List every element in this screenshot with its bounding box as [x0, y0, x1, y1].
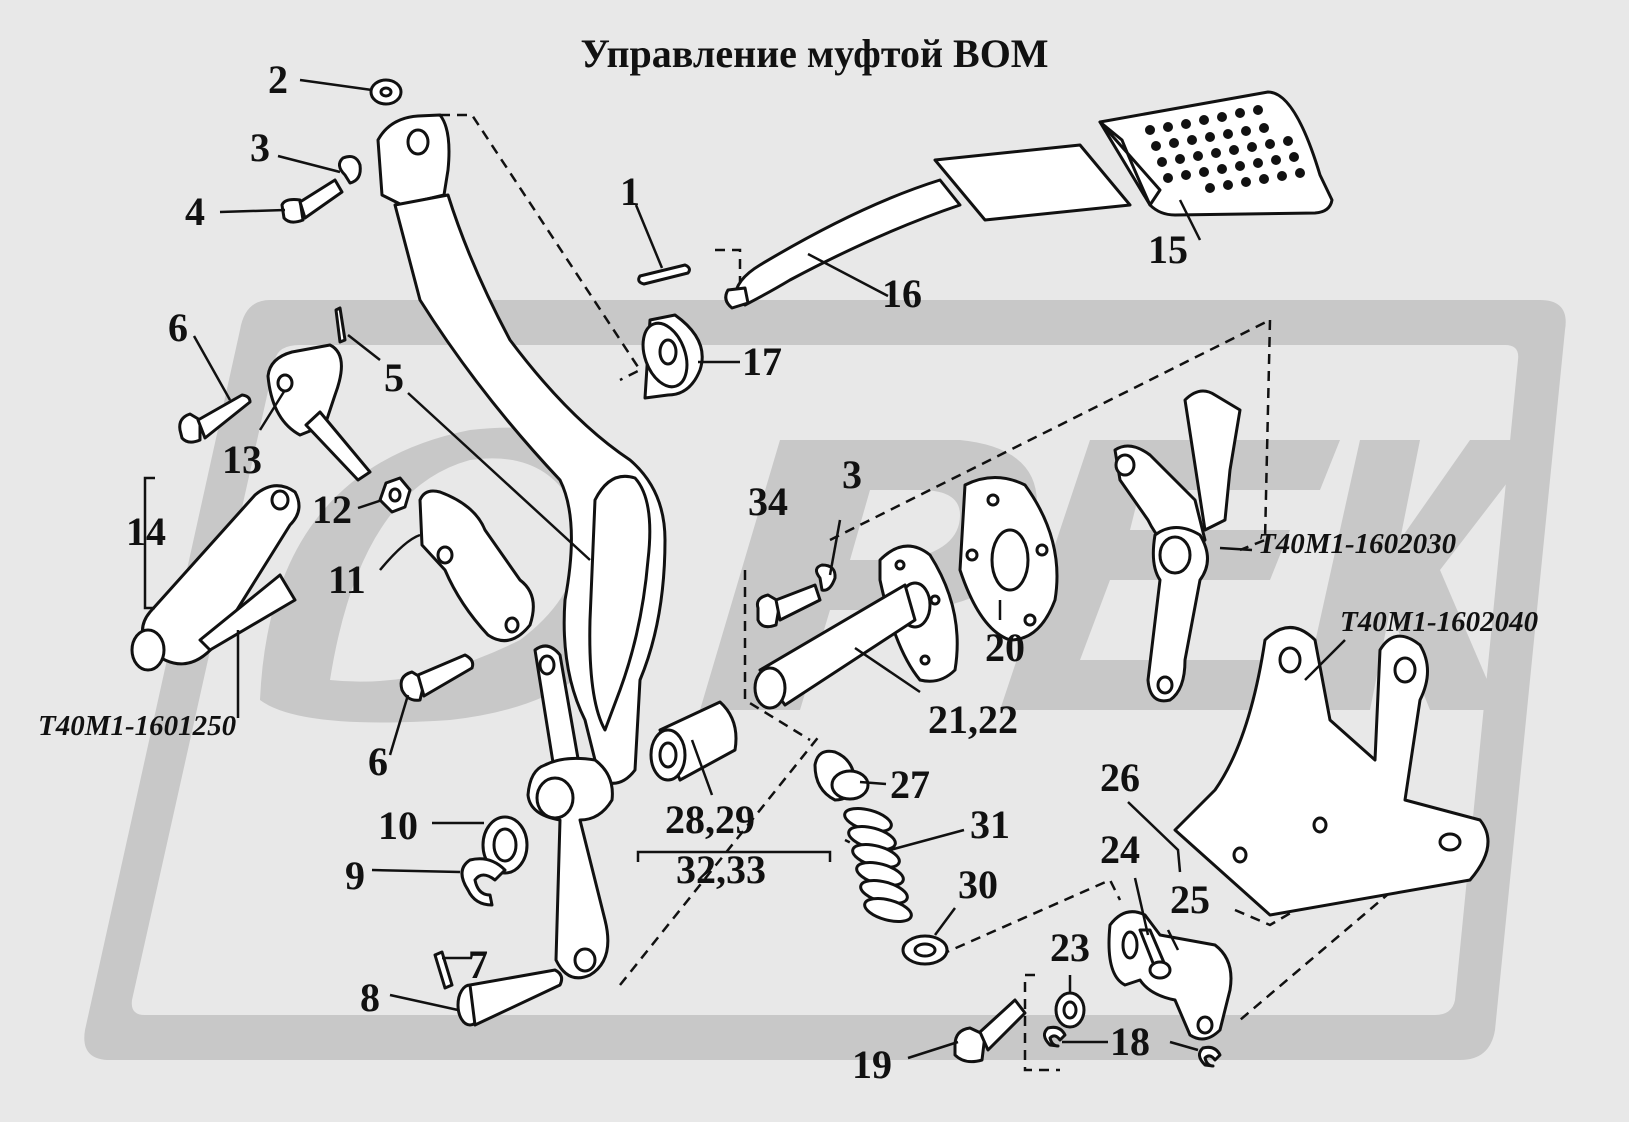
callout-15: 15 [1148, 227, 1188, 272]
retaining-ring-18-right [1198, 1045, 1222, 1068]
callout-7: 7 [468, 942, 488, 987]
nut-23 [1054, 991, 1086, 1029]
callout-11: 11 [328, 557, 366, 602]
callout-1: 1 [620, 169, 640, 214]
pin-8 [456, 968, 564, 1027]
callout-18: 18 [1110, 1019, 1150, 1064]
callout-28-29: 28,29 [665, 797, 755, 842]
assembly-dashed-lines [440, 113, 1441, 1072]
watermark-frame [84, 300, 1566, 1060]
bushing-28-29 [649, 700, 738, 782]
callout-14: 14 [126, 509, 166, 554]
callout-25: 25 [1170, 877, 1210, 922]
leader-lines [143, 78, 1346, 1060]
cotter-pin-5 [334, 306, 347, 344]
callout-2: 2 [268, 57, 288, 102]
callout-34: 34 [748, 479, 788, 524]
washer-10 [481, 815, 529, 875]
callout-31: 31 [970, 802, 1010, 847]
lever-1602030 [1113, 389, 1242, 703]
assembly-code-1602040: Т40М1-1602040 [1340, 606, 1539, 638]
retaining-ring-9 [460, 857, 507, 907]
callout-10: 10 [378, 803, 418, 848]
washer-2 [369, 78, 403, 106]
callout-16: 16 [882, 271, 922, 316]
bracket-1602040 [1173, 626, 1490, 917]
callout-13: 13 [222, 437, 262, 482]
lever-14 [130, 484, 301, 672]
callout-19: 19 [852, 1042, 892, 1087]
callout-21-22: 21,22 [928, 697, 1018, 742]
cotter-pin-1 [637, 263, 691, 286]
pin-6-top [178, 393, 252, 444]
callout-6-bottom: 6 [368, 739, 388, 784]
assembly-code-1602030: Т40М1-1602030 [1258, 528, 1457, 560]
callout-3-middle: 3 [842, 452, 862, 497]
cotter-pin-7 [433, 950, 454, 990]
callout-20: 20 [985, 625, 1025, 670]
callout-26: 26 [1100, 755, 1140, 800]
callout-30: 30 [958, 862, 998, 907]
retaining-ring-18-left [1043, 1025, 1067, 1048]
callout-23: 23 [1050, 925, 1090, 970]
assembly-code-1601250: Т40М1-1601250 [38, 710, 237, 742]
fork-13 [266, 343, 372, 482]
spring-31 [843, 807, 913, 923]
pedal-pad [1098, 90, 1334, 217]
callout-12: 12 [312, 487, 352, 532]
diagram-title: Управление муфтой ВОМ [580, 31, 1049, 76]
pedal-lever [376, 113, 667, 980]
flange-20 [958, 476, 1059, 642]
bolt-19 [953, 998, 1027, 1064]
bolt-34 [756, 583, 822, 629]
bolt-4 [280, 178, 344, 224]
spring-washer-3-top [338, 155, 362, 185]
link-11 [418, 489, 535, 643]
callout-27: 27 [890, 762, 930, 807]
callout-4: 4 [185, 189, 205, 234]
callout-32-33: 32,33 [676, 847, 766, 892]
washer-30 [901, 934, 949, 966]
roller [641, 313, 704, 400]
callout-8: 8 [360, 975, 380, 1020]
callout-17: 17 [742, 339, 782, 384]
callout-6-top: 6 [168, 305, 188, 350]
callout-24: 24 [1100, 827, 1140, 872]
cap-27 [813, 749, 870, 802]
callout-9: 9 [345, 853, 365, 898]
callout-5: 5 [384, 355, 404, 400]
shaft-21-22 [753, 544, 959, 710]
callout-3-top: 3 [250, 125, 270, 170]
pedal-arm [724, 143, 1132, 310]
